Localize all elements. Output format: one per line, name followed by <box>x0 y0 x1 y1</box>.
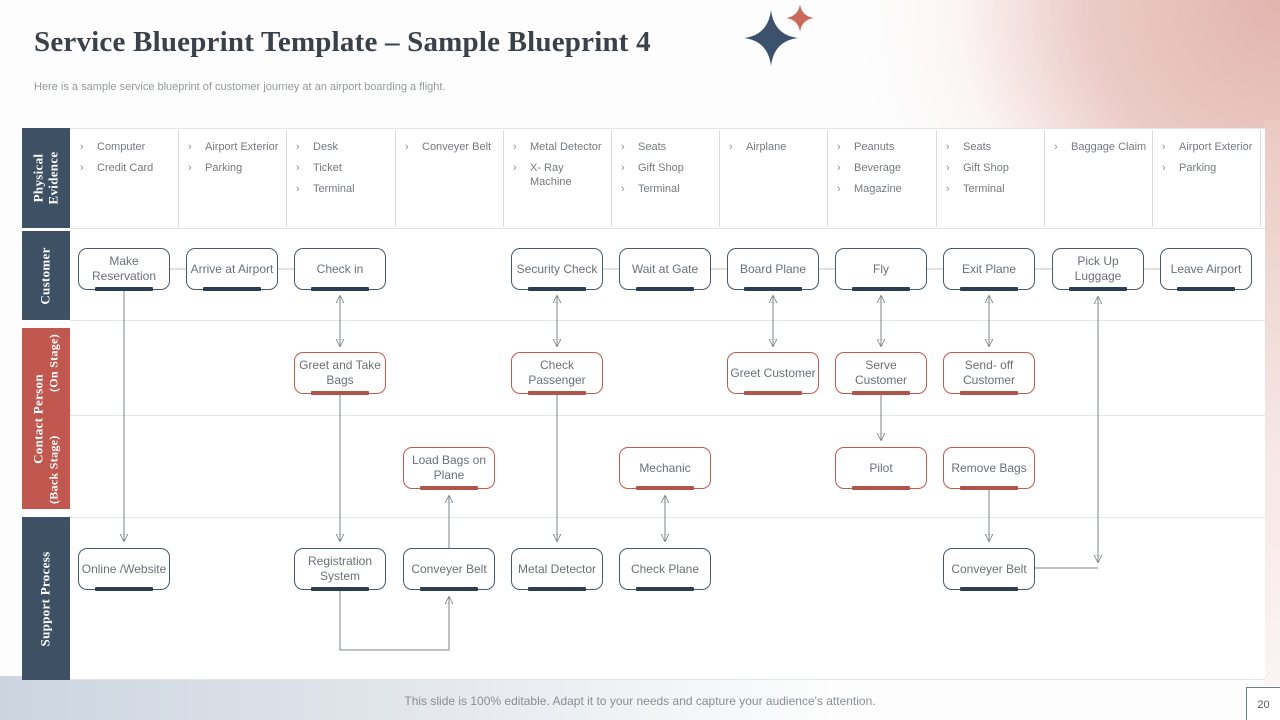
bullet-icon: › <box>621 141 625 153</box>
node-accent-bar <box>1069 287 1127 291</box>
node-pick-up-luggage[interactable]: Pick Up Luggage <box>1052 248 1144 291</box>
node-accent-bar <box>744 287 802 291</box>
page-title: Service Blueprint Template – Sample Blue… <box>34 26 651 58</box>
footer-note: This slide is 100% editable. Adapt it to… <box>404 694 876 708</box>
lane-physical-evidence[interactable]: Physical Evidence <box>22 128 70 228</box>
node-conveyer-belt-checkin[interactable]: Conveyer Belt <box>403 548 495 591</box>
page-subtitle: Here is a sample service blueprint of cu… <box>34 81 446 93</box>
node-accent-bar <box>203 287 261 291</box>
node-accent-bar <box>960 391 1018 395</box>
bullet-icon: › <box>513 141 517 153</box>
lane-customer[interactable]: Customer <box>22 231 70 320</box>
node-accent-bar <box>636 587 694 591</box>
row-divider <box>70 320 1265 321</box>
node-check-passenger[interactable]: Check Passenger <box>511 352 603 395</box>
row-divider <box>70 128 1265 129</box>
page-number: 20 <box>1246 687 1280 720</box>
node-accent-bar <box>852 391 910 395</box>
bullet-icon: › <box>188 161 192 174</box>
column-divider <box>178 130 179 227</box>
physical-evidence-cell[interactable]: ›Conveyer Belt <box>405 141 492 153</box>
service-blueprint-diagram: Physical Evidence Customer Contact Perso… <box>22 128 1265 680</box>
node-accent-bar <box>1177 287 1235 291</box>
node-accent-bar <box>636 486 694 490</box>
node-accent-bar <box>528 287 586 291</box>
physical-evidence-cell[interactable]: ›Seats ›Gift Shop ›Terminal <box>621 141 684 195</box>
node-accent-bar <box>311 391 369 395</box>
node-board-plane[interactable]: Board Plane <box>727 248 819 291</box>
bullet-icon: › <box>296 161 300 174</box>
row-divider <box>70 228 1265 229</box>
node-leave-airport[interactable]: Leave Airport <box>1160 248 1252 291</box>
node-exit-plane[interactable]: Exit Plane <box>943 248 1035 291</box>
node-accent-bar <box>528 587 586 591</box>
row-divider <box>70 415 1265 416</box>
bullet-icon: › <box>80 141 84 153</box>
physical-evidence-cell[interactable]: ›Desk ›Ticket ›Terminal <box>296 141 355 195</box>
node-accent-bar <box>636 287 694 291</box>
node-registration-system[interactable]: Registration System <box>294 548 386 591</box>
node-accent-bar <box>960 587 1018 591</box>
bullet-icon: › <box>621 182 625 195</box>
column-divider <box>611 130 612 227</box>
lane-contact-person[interactable]: Contact Person (Back Stage) (On Stage) <box>22 328 70 509</box>
node-greet-customer[interactable]: Greet Customer <box>727 352 819 395</box>
node-online-website[interactable]: Online /Website <box>78 548 170 591</box>
sparkle-icon <box>744 4 814 66</box>
node-accent-bar <box>420 587 478 591</box>
bullet-icon: › <box>405 141 409 153</box>
node-accent-bar <box>528 391 586 395</box>
node-check-in[interactable]: Check in <box>294 248 386 291</box>
node-accent-bar <box>960 287 1018 291</box>
node-fly[interactable]: Fly <box>835 248 927 291</box>
node-remove-bags[interactable]: Remove Bags <box>943 447 1035 490</box>
bullet-icon: › <box>296 182 300 195</box>
node-check-plane[interactable]: Check Plane <box>619 548 711 591</box>
bullet-icon: › <box>80 161 84 174</box>
node-security-check[interactable]: Security Check <box>511 248 603 291</box>
node-conveyer-belt-arrival[interactable]: Conveyer Belt <box>943 548 1035 591</box>
background-gradient-right-edge <box>1264 120 1280 686</box>
node-metal-detector[interactable]: Metal Detector <box>511 548 603 591</box>
node-accent-bar <box>95 587 153 591</box>
node-accent-bar <box>420 486 478 490</box>
lane-support-process[interactable]: Support Process <box>22 517 70 680</box>
node-load-bags-on-plane[interactable]: Load Bags on Plane <box>403 447 495 490</box>
node-accent-bar <box>95 287 153 291</box>
node-send-off-customer[interactable]: Send- off Customer <box>943 352 1035 395</box>
bullet-icon: › <box>621 161 625 174</box>
physical-evidence-cell[interactable]: ›Computer ›Credit Card <box>80 141 154 174</box>
node-arrive-at-airport[interactable]: Arrive at Airport <box>186 248 278 291</box>
column-divider <box>503 130 504 227</box>
node-accent-bar <box>311 287 369 291</box>
column-divider <box>395 130 396 227</box>
node-mechanic[interactable]: Mechanic <box>619 447 711 490</box>
node-wait-at-gate[interactable]: Wait at Gate <box>619 248 711 291</box>
node-greet-and-take-bags[interactable]: Greet and Take Bags <box>294 352 386 395</box>
connector-arrows <box>22 268 1160 651</box>
bullet-icon: › <box>513 161 517 174</box>
node-make-reservation[interactable]: Make Reservation <box>78 248 170 291</box>
physical-evidence-cell[interactable]: ›Airport Exterior ›Parking <box>188 141 279 174</box>
bullet-icon: › <box>296 141 300 153</box>
bullet-icon: › <box>188 141 192 153</box>
column-divider <box>286 130 287 227</box>
node-serve-customer[interactable]: Serve Customer <box>835 352 927 395</box>
node-accent-bar <box>852 486 910 490</box>
physical-evidence-cell[interactable]: ›Metal Detector ›X- Ray Machine <box>513 141 602 188</box>
node-accent-bar <box>744 391 802 395</box>
node-accent-bar <box>852 287 910 291</box>
node-pilot[interactable]: Pilot <box>835 447 927 490</box>
node-accent-bar <box>960 486 1018 490</box>
node-accent-bar <box>311 587 369 591</box>
